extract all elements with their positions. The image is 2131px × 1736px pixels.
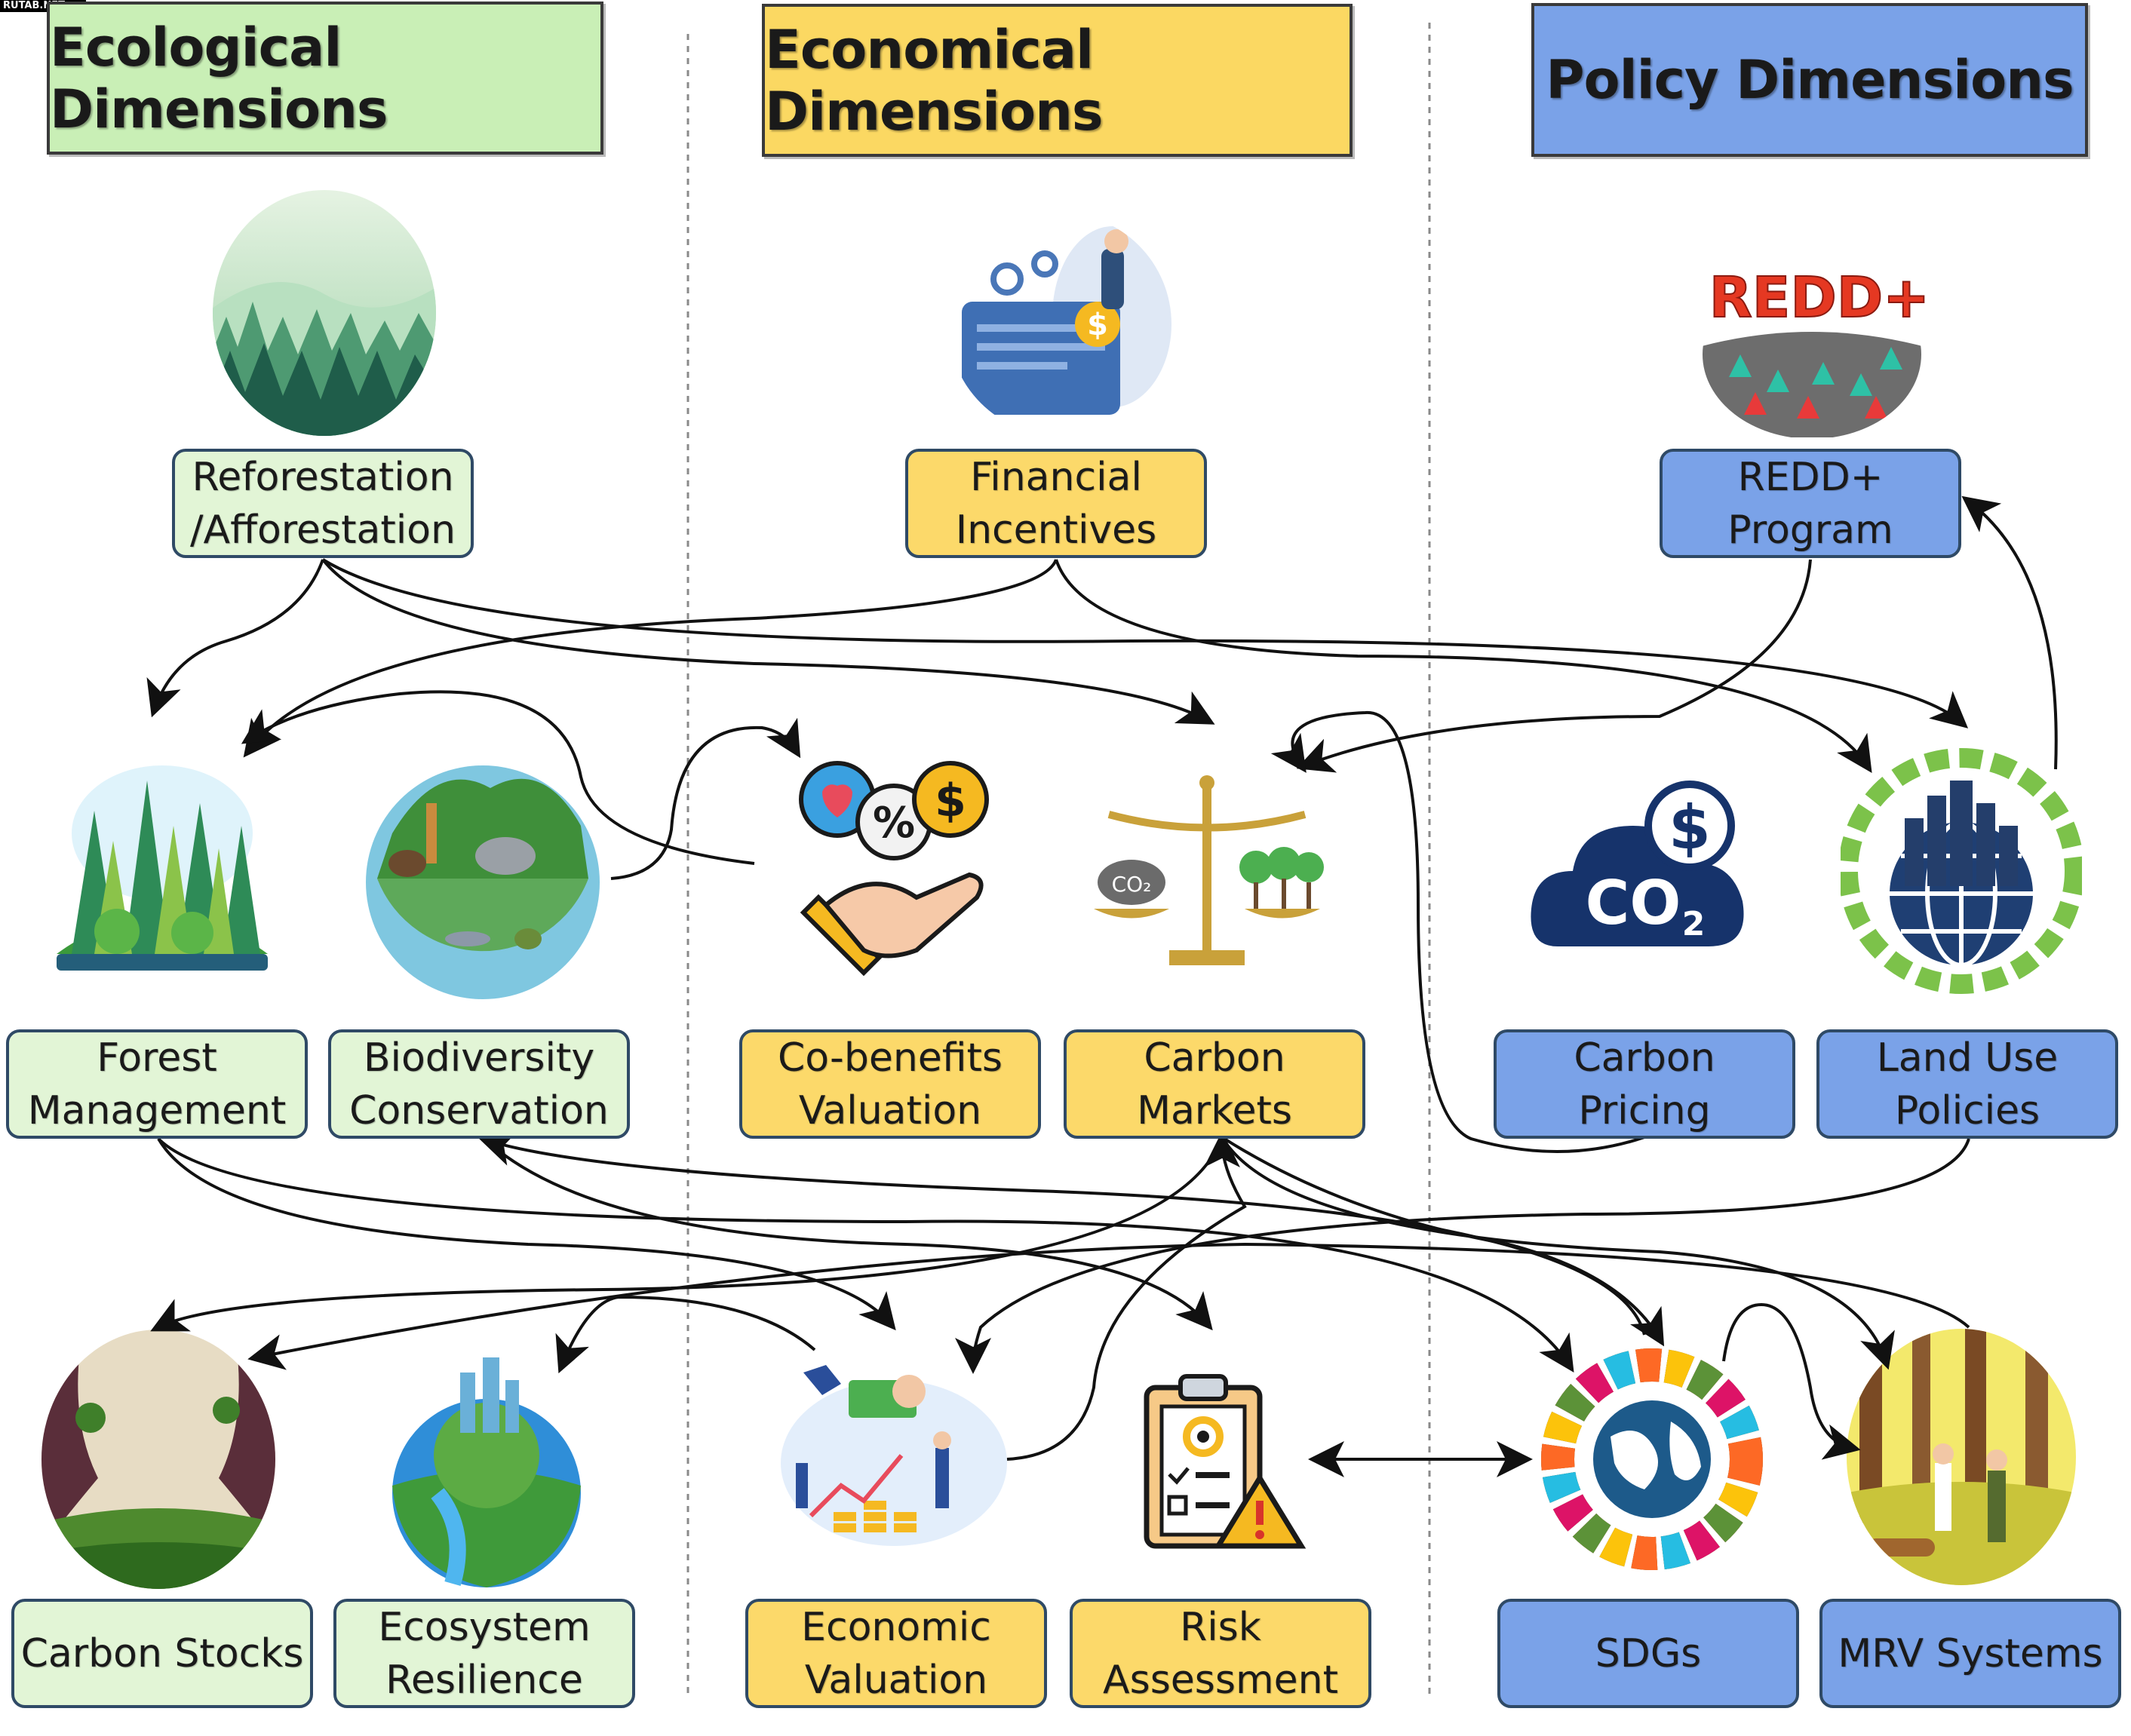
arrow-economic-carbon-markets	[1006, 1131, 1247, 1461]
carbon-scale-icon: CO₂	[1094, 775, 1324, 965]
forest-circle-icon	[213, 190, 436, 436]
cloud-dollar-symbol: $	[1669, 793, 1711, 863]
sdg-wheel-icon	[1541, 1348, 1763, 1570]
coin-dollar-symbol: $	[935, 774, 966, 827]
node-financial-incentives: Financial Incentives	[905, 449, 1207, 558]
node-land-use-policies: Land Use Policies	[1816, 1029, 2118, 1139]
arrow-land-use-ecosystem	[247, 1242, 1970, 1370]
node-cobenefits-valuation: Co-benefits Valuation	[739, 1029, 1041, 1139]
header-economical: Economical Dimensions	[762, 4, 1353, 157]
node-sdgs: SDGs	[1497, 1599, 1799, 1708]
node-ecosystem-resilience: Ecosystem Resilience	[333, 1599, 635, 1708]
arrow-sdgs-mrv	[1722, 1302, 1861, 1460]
node-reforestation: Reforestation /Afforestation	[172, 449, 474, 558]
arrow-carbon-markets-carbon-stocks	[150, 1136, 1224, 1332]
ecosystem-earth-icon	[392, 1357, 581, 1587]
header-policy-label: Policy Dimensions	[1546, 49, 2074, 111]
node-carbon-pricing: Carbon Pricing	[1494, 1029, 1795, 1139]
scale-co2-label: CO₂	[1112, 872, 1152, 897]
header-ecological: Ecological Dimensions	[47, 2, 603, 155]
arrow-reforestation-land-use	[321, 558, 1969, 728]
biodiversity-globe-icon	[366, 765, 600, 999]
redd-logo-text: REDD+	[1709, 265, 1925, 330]
co2-text: CO	[1586, 868, 1681, 938]
header-ecological-label: Ecological Dimensions	[50, 16, 388, 140]
arrow-reforestation-forest	[146, 559, 324, 718]
co2-subscript: 2	[1682, 905, 1706, 943]
node-mrv-systems: MRV Systems	[1819, 1599, 2121, 1708]
carbon-stocks-forest-icon	[41, 1330, 275, 1589]
economic-valuation-icon	[781, 1365, 1007, 1546]
node-carbon-stocks: Carbon Stocks	[11, 1599, 313, 1708]
arrow-redd-carbon-markets	[1296, 559, 1812, 773]
arrow-carbon-markets-sdgs	[1221, 1136, 1665, 1347]
node-carbon-markets: Carbon Markets	[1064, 1029, 1365, 1139]
dollar-symbol: $	[1087, 308, 1108, 342]
mrv-forest-icon	[1847, 1329, 2076, 1585]
cobenefits-hand-icon: % $	[799, 761, 989, 977]
arrow-economic-ecosystem	[555, 1295, 816, 1374]
arrow-financial-forest	[243, 559, 1058, 758]
arrow-forest-economic	[157, 1137, 896, 1331]
arrow-carbon-pricing-carbon-markets	[1270, 710, 1645, 1153]
financial-incentives-icon: $	[948, 213, 1171, 436]
header-policy: Policy Dimensions	[1531, 3, 2088, 157]
arrow-biodiversity-cobenefits	[610, 717, 801, 880]
percent-symbol: %	[873, 799, 915, 848]
risk-clipboard-icon	[1144, 1374, 1307, 1549]
arrow-reforestation-carbon-markets	[321, 558, 1215, 725]
arrow-cobenefits-forest	[241, 690, 755, 865]
header-economical-label: Economical Dimensions	[765, 18, 1104, 143]
arrow-land-use-redd	[1961, 495, 2058, 770]
redd-logo-icon: REDD+	[1703, 265, 1925, 437]
node-redd-program: REDD+ Program	[1660, 449, 1961, 558]
arrow-carbon-markets-mrv	[1221, 1136, 1895, 1370]
node-biodiversity-conservation: Biodiversity Conservation	[328, 1029, 630, 1139]
node-economic-valuation: Economic Valuation	[745, 1599, 1047, 1708]
node-forest-management: Forest Management	[6, 1029, 308, 1139]
arrow-financial-land-use	[1055, 559, 1872, 774]
arrow-land-use-economic	[955, 1138, 1970, 1374]
forest-trees-icon	[57, 765, 268, 971]
co2-cloud-icon: $ CO 2	[1531, 781, 1744, 946]
land-use-globe-icon	[1841, 748, 2082, 994]
arrow-forest-sdgs	[157, 1137, 1574, 1373]
node-risk-assessment: Risk Assessment	[1070, 1599, 1371, 1708]
arrow-biodiversity-risk	[481, 1136, 1213, 1331]
